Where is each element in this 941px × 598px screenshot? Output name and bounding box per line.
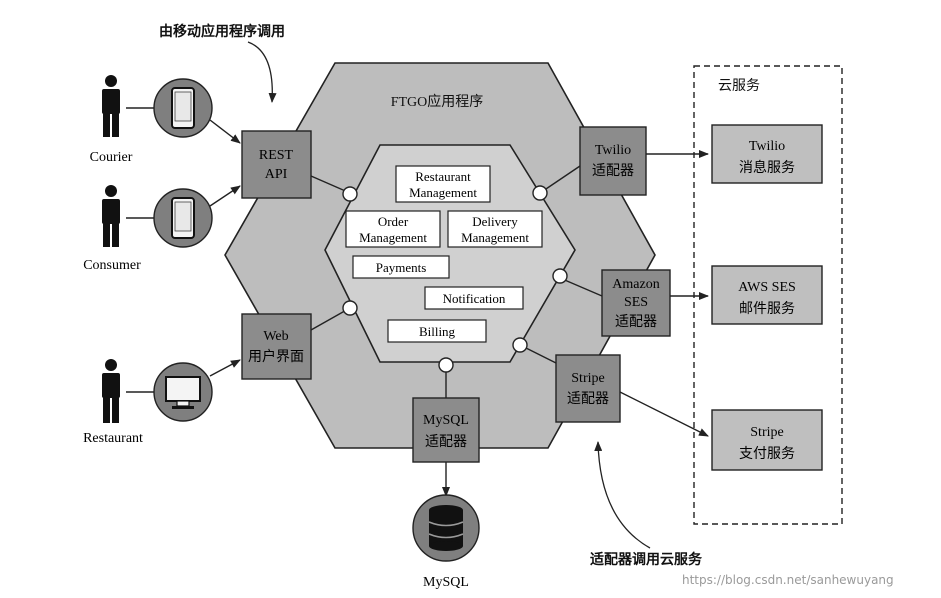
cloud-services-title: 云服务 — [718, 78, 760, 94]
courier-smartphone-icon — [153, 78, 213, 138]
service-label: AWS SES — [738, 280, 796, 295]
adapter-label: API — [265, 167, 288, 182]
module-label: Billing — [419, 324, 456, 339]
adapter-label: REST — [259, 148, 294, 163]
module-label: Payments — [376, 260, 427, 275]
watermark: https://blog.csdn.net/sanhewuyang — [682, 573, 894, 587]
top-callout-label: 由移动应用程序调用 — [159, 23, 285, 40]
module-payments: Payments — [352, 255, 450, 279]
port-mysql — [438, 357, 454, 373]
service-label: 支付服务 — [739, 446, 795, 462]
adapter-label: 适配器 — [425, 434, 467, 450]
connector-stripe-cloud — [619, 391, 709, 437]
adapter-label: 用户界面 — [248, 348, 304, 365]
restaurant-label: Restaurant — [83, 431, 143, 446]
bottom-callout-arrow — [594, 441, 651, 549]
module-order-management: Order Management — [345, 210, 441, 248]
cloud-services-container — [693, 65, 843, 525]
connector-restaurant-web — [209, 359, 241, 377]
port-twilio — [532, 185, 548, 201]
app-title: FTGO应用程序 — [391, 93, 484, 110]
adapter-label: Web — [263, 329, 288, 344]
adapter-label: SES — [624, 295, 648, 310]
mysql-database-icon — [412, 494, 480, 562]
connectors — [126, 107, 709, 497]
module-label: Delivery — [472, 214, 518, 229]
stripe-payment-service: Stripe 支付服务 — [711, 409, 823, 471]
module-notification: Notification — [424, 286, 524, 310]
stripe-adapter: Stripe 适配器 — [555, 354, 621, 423]
consumer-label: Consumer — [83, 258, 141, 273]
module-label: Notification — [443, 291, 506, 306]
aws-ses-email-service: AWS SES 邮件服务 — [711, 265, 823, 325]
adapter-label: 适配器 — [592, 163, 634, 179]
module-label: Management — [359, 230, 427, 245]
module-restaurant-management: Restaurant Management — [395, 165, 491, 203]
service-label: 邮件服务 — [739, 301, 795, 317]
restaurant-monitor-icon — [153, 362, 213, 422]
ports — [342, 185, 568, 373]
courier-person-icon — [102, 75, 120, 137]
web-ui-adapter: Web 用户界面 — [241, 313, 312, 380]
module-delivery-management: Delivery Management — [447, 210, 543, 248]
connector-core-ses — [559, 277, 603, 297]
restaurant-person-icon — [102, 359, 120, 423]
port-stripe — [512, 337, 528, 353]
mysql-adapter: MySQL 适配器 — [412, 397, 480, 463]
module-billing: Billing — [387, 319, 487, 343]
twilio-adapter: Twilio 适配器 — [579, 126, 647, 196]
courier-label: Courier — [90, 150, 133, 165]
top-callout-arrow — [247, 41, 277, 103]
adapter-label: Twilio — [595, 143, 631, 158]
mysql-db-label: MySQL — [423, 575, 469, 590]
consumer-smartphone-icon — [153, 188, 213, 248]
port-rest — [342, 186, 358, 202]
connector-core-twilio — [539, 165, 581, 194]
consumer-person-icon — [102, 185, 120, 247]
module-label: Management — [409, 185, 477, 200]
adapter-label: 适配器 — [567, 391, 609, 407]
connector-courier-rest — [209, 119, 241, 144]
module-label: Management — [461, 230, 529, 245]
service-label: Twilio — [749, 139, 785, 154]
twilio-messaging-service: Twilio 消息服务 — [711, 124, 823, 184]
amazon-ses-adapter: Amazon SES 适配器 — [601, 269, 671, 337]
adapter-label: MySQL — [423, 413, 469, 428]
connector-consumer-rest — [209, 185, 241, 207]
bottom-callout-label: 适配器调用云服务 — [590, 551, 703, 568]
port-ses — [552, 268, 568, 284]
service-label: Stripe — [750, 425, 783, 440]
module-label: Restaurant — [415, 169, 471, 184]
adapter-label: Amazon — [612, 277, 659, 292]
adapter-label: 适配器 — [615, 314, 657, 330]
rest-api-adapter: REST API — [241, 130, 312, 199]
service-label: 消息服务 — [739, 159, 795, 176]
adapter-label: Stripe — [571, 371, 604, 386]
module-label: Order — [378, 214, 409, 229]
port-web — [342, 300, 358, 316]
